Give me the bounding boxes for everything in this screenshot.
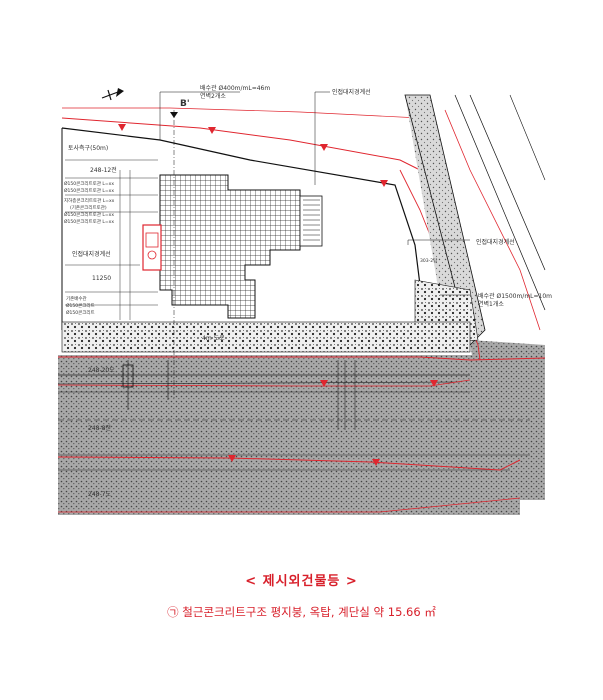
label-legend-c: 지하층콘크리트토관 L=xx (64, 197, 115, 204)
label-adj-line-left: 인접대지경계선 (72, 250, 111, 258)
dimension-lines-left (65, 159, 158, 320)
red-boundary-road-1 (58, 356, 546, 361)
red-boundary-road-2 (57, 379, 471, 387)
label-pipe-right: 배수관 Ø1500m/mL=10m (478, 292, 552, 300)
label-small-notes-2: Ø150콘크리트 (66, 302, 95, 309)
label-pipe-right-sub: 연벽1개소 (478, 300, 504, 308)
label-legend-b: Ø150콘크리트토관 L=xx (64, 187, 114, 194)
caption-title: < 제시외건물등 > (245, 574, 358, 589)
label-lot-248-7: 248-7도 (88, 491, 111, 498)
stair-block (299, 195, 323, 247)
red-boundary-top-2 (62, 107, 421, 119)
red-boundary-road-3 (57, 456, 521, 471)
label-road-center: 4m 도로 (202, 335, 225, 342)
label-lot-248-12: 248-12전 (90, 166, 117, 174)
caption-item: ㉠ 철근콘크리트구조 평지붕, 옥탑, 계단실 약 15.66 ㎡ (167, 605, 436, 619)
label-legend-f: Ø150콘크리트토관 L=xx (64, 218, 114, 225)
building-footprint (159, 174, 301, 319)
label-small-notes-1: 기존배수관 (66, 295, 87, 302)
road-band (58, 355, 542, 485)
road-band-right (470, 340, 545, 500)
label-adj-line-right: 인접대지경계선 (476, 238, 515, 246)
road-band-bottom (58, 485, 520, 515)
road-strip-right (405, 95, 485, 345)
label-adj-line-top: 인접대지경계선 (332, 88, 371, 96)
red-boundary-top (61, 117, 431, 176)
label-legend-d: (기존콘크리트토관) (70, 204, 107, 211)
annex-red (142, 224, 162, 271)
red-boundary-road-4 (58, 497, 521, 513)
north-arrow-icon (101, 88, 124, 101)
label-pipe-top-sub: 연벽2개소 (200, 92, 226, 100)
label-pipe-top: 배수관 Ø400m/mL=46m (200, 84, 270, 92)
label-lot-248-20: 248-20도 (88, 367, 115, 374)
label-small-notes-3: Ø150콘크리트 (66, 309, 95, 316)
label-dim-11250: 11250 (92, 275, 111, 282)
section-marker-top (170, 112, 178, 118)
label-soil-gutter: 토사측구(50m) (68, 144, 108, 152)
label-legend-a: Ø150콘크리트토관 L=xx (64, 180, 114, 187)
gravel-band (62, 322, 470, 352)
label-small-303: 303-2답 (420, 257, 437, 264)
section-label-b: B' (180, 99, 190, 109)
stair-treads (303, 199, 320, 241)
label-legend-e: Ø150콘크리트토관 L=xx (64, 211, 114, 218)
label-lot-248-8: 248-8전 (88, 424, 111, 432)
